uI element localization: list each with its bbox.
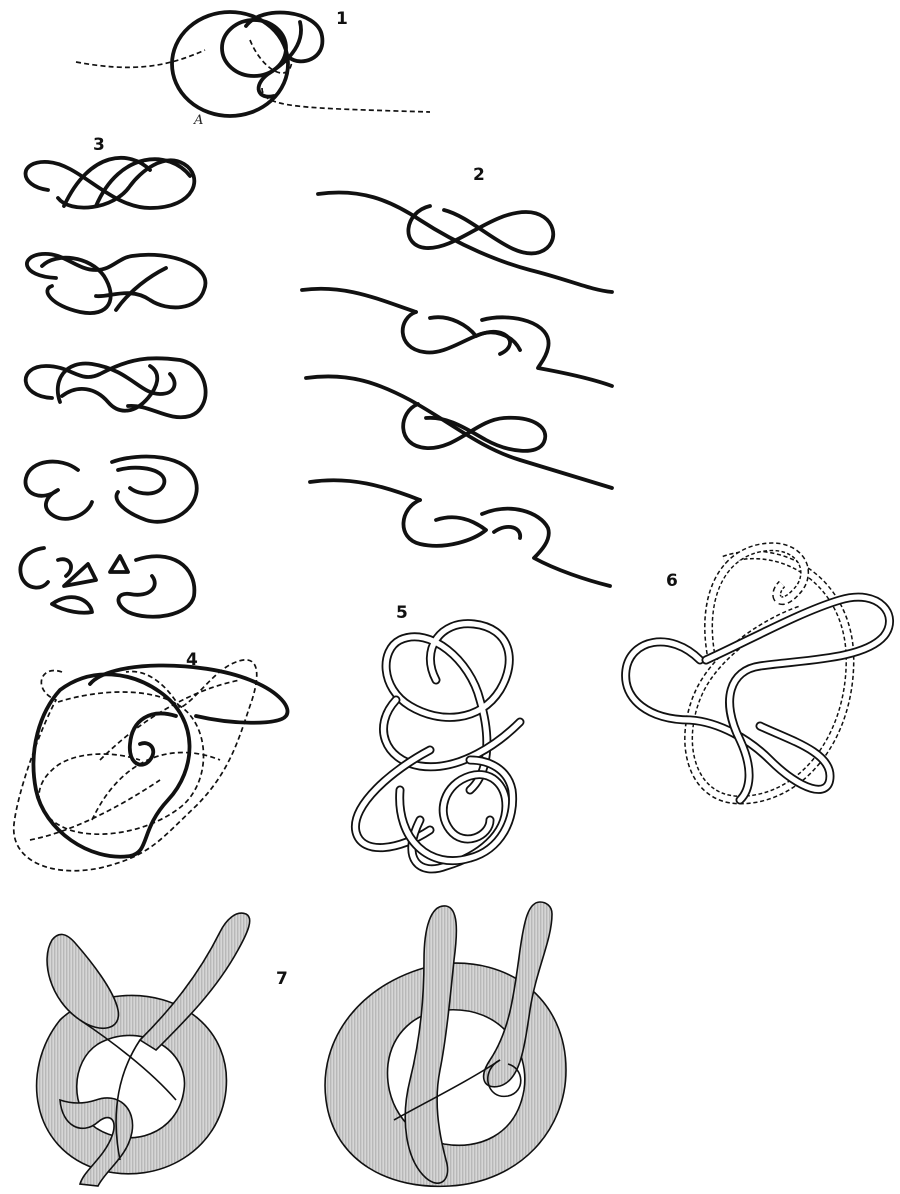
figure-3-stage-1	[26, 158, 195, 208]
figure-3-stage-4-left-hook	[25, 462, 92, 519]
figure-3-stage-5-piece-bottom	[52, 597, 92, 613]
figure-7-right-band-knot	[325, 902, 566, 1186]
figure-3-stage-5	[20, 548, 194, 617]
figure-6: 6	[626, 547, 890, 800]
figure-2-stage-3-strand	[306, 376, 612, 488]
figure-5-label: 5	[396, 603, 408, 623]
figure-4-solid-strand-inner	[130, 714, 176, 765]
figure-3-stage-2	[27, 254, 206, 313]
figure-5-tubular-knot	[355, 624, 520, 869]
figure-2-stage-3	[306, 376, 612, 488]
figure-6-solid-tube-right	[706, 597, 890, 800]
figure-2-stage-4-strand-left	[310, 480, 420, 500]
figure-7-left-band-knot	[37, 913, 250, 1186]
figure-2-stage-2	[302, 289, 612, 386]
figure-2-stage-3-loop	[403, 404, 545, 451]
figure-2-stage-2-strand-left	[302, 289, 416, 312]
figure-7-left-band-lobe-top	[47, 934, 118, 1028]
figure-2-label: 2	[473, 165, 485, 185]
figure-3-stage-1-overlap	[64, 158, 150, 206]
figure-4-dashed-outline-outer	[14, 660, 257, 871]
figure-2-stage-4-right-hook	[482, 509, 610, 586]
figure-3-stage-4-right-inner	[118, 468, 164, 494]
figure-2-stage-1-figure-eight	[408, 206, 553, 253]
figure-3-stage-5-piece-left	[20, 548, 48, 588]
figure-5: 5	[355, 603, 520, 869]
figure-4: 4	[14, 650, 288, 871]
figure-5-tube-middle	[384, 700, 520, 767]
figure-1: 1 A	[76, 9, 430, 128]
figure-7-left-band-ring	[37, 995, 227, 1173]
figure-7: 7	[37, 902, 566, 1186]
figure-3-stage-5-right-hook	[118, 556, 194, 617]
figure-3-stage-5-piece-small	[58, 559, 71, 576]
figure-7-right-band-strand	[405, 906, 456, 1183]
figure-1-dashed-strand-right	[262, 88, 430, 112]
figure-2-stage-4-inner	[494, 527, 520, 538]
figure-7-label: 7	[276, 969, 288, 989]
figure-6-label: 6	[666, 571, 678, 591]
figure-2-stage-1	[318, 192, 612, 292]
figure-2-stage-4-left-hook	[403, 500, 486, 546]
figure-2-stage-1-strand	[318, 192, 612, 292]
figure-1-point-a-label: A	[193, 113, 203, 128]
figure-3-stage-5-triangle-right	[110, 556, 128, 572]
figure-3-stage-3	[26, 358, 206, 417]
figure-2-stage-4	[310, 480, 610, 586]
figure-3-stage-4-right-hook	[112, 457, 197, 522]
figure-1-label: 1	[336, 9, 348, 29]
figure-1-dashed-strand-left	[76, 50, 205, 67]
figure-3-stage-4	[25, 457, 196, 522]
figure-3-label: 3	[93, 135, 105, 155]
figure-4-dashed-curve-3	[30, 780, 160, 840]
